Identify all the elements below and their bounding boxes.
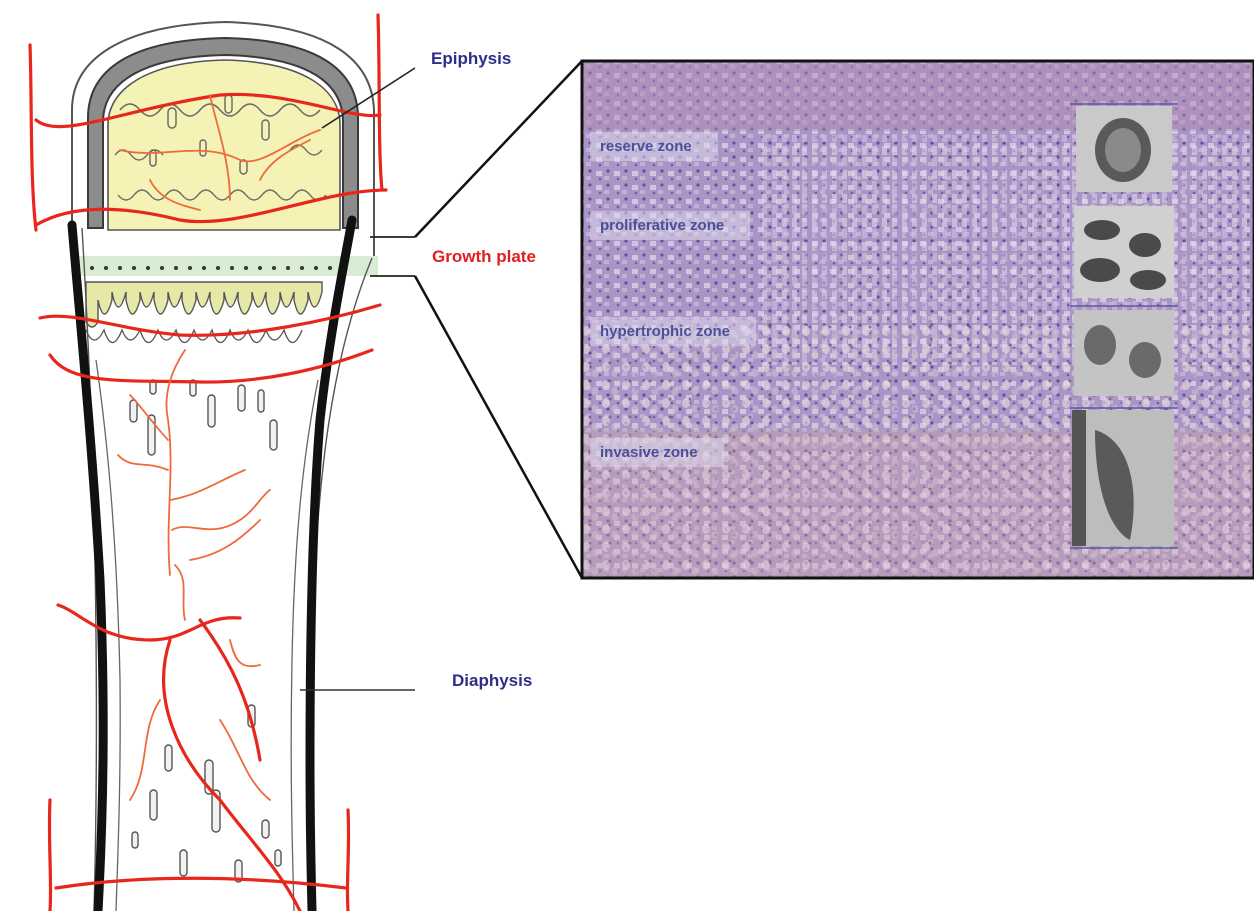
zoom-line-bottom: [415, 276, 582, 578]
growth-plate-label: Growth plate: [432, 247, 536, 267]
epiphysis-label: Epiphysis: [431, 49, 511, 69]
zone-label-hypertrophic: hypertrophic zone: [590, 317, 756, 346]
zone-label-invasive: invasive zone: [590, 438, 724, 467]
cortex-right: [310, 220, 352, 911]
shaft-outline-right: [310, 258, 372, 911]
zoom-line-top: [415, 61, 582, 237]
epiphysis-spongy-bone: [108, 60, 340, 230]
haversian-canals: [130, 380, 281, 882]
zone-label-proliferative: proliferative zone: [590, 211, 750, 240]
growth-plate-band: [78, 256, 378, 276]
diaphysis-label: Diaphysis: [452, 671, 532, 691]
zone-label-reserve: reserve zone: [590, 132, 718, 161]
metaphysis-columns: [86, 282, 322, 327]
bone-illustration: [30, 15, 415, 911]
cell-insets: [1070, 104, 1178, 548]
